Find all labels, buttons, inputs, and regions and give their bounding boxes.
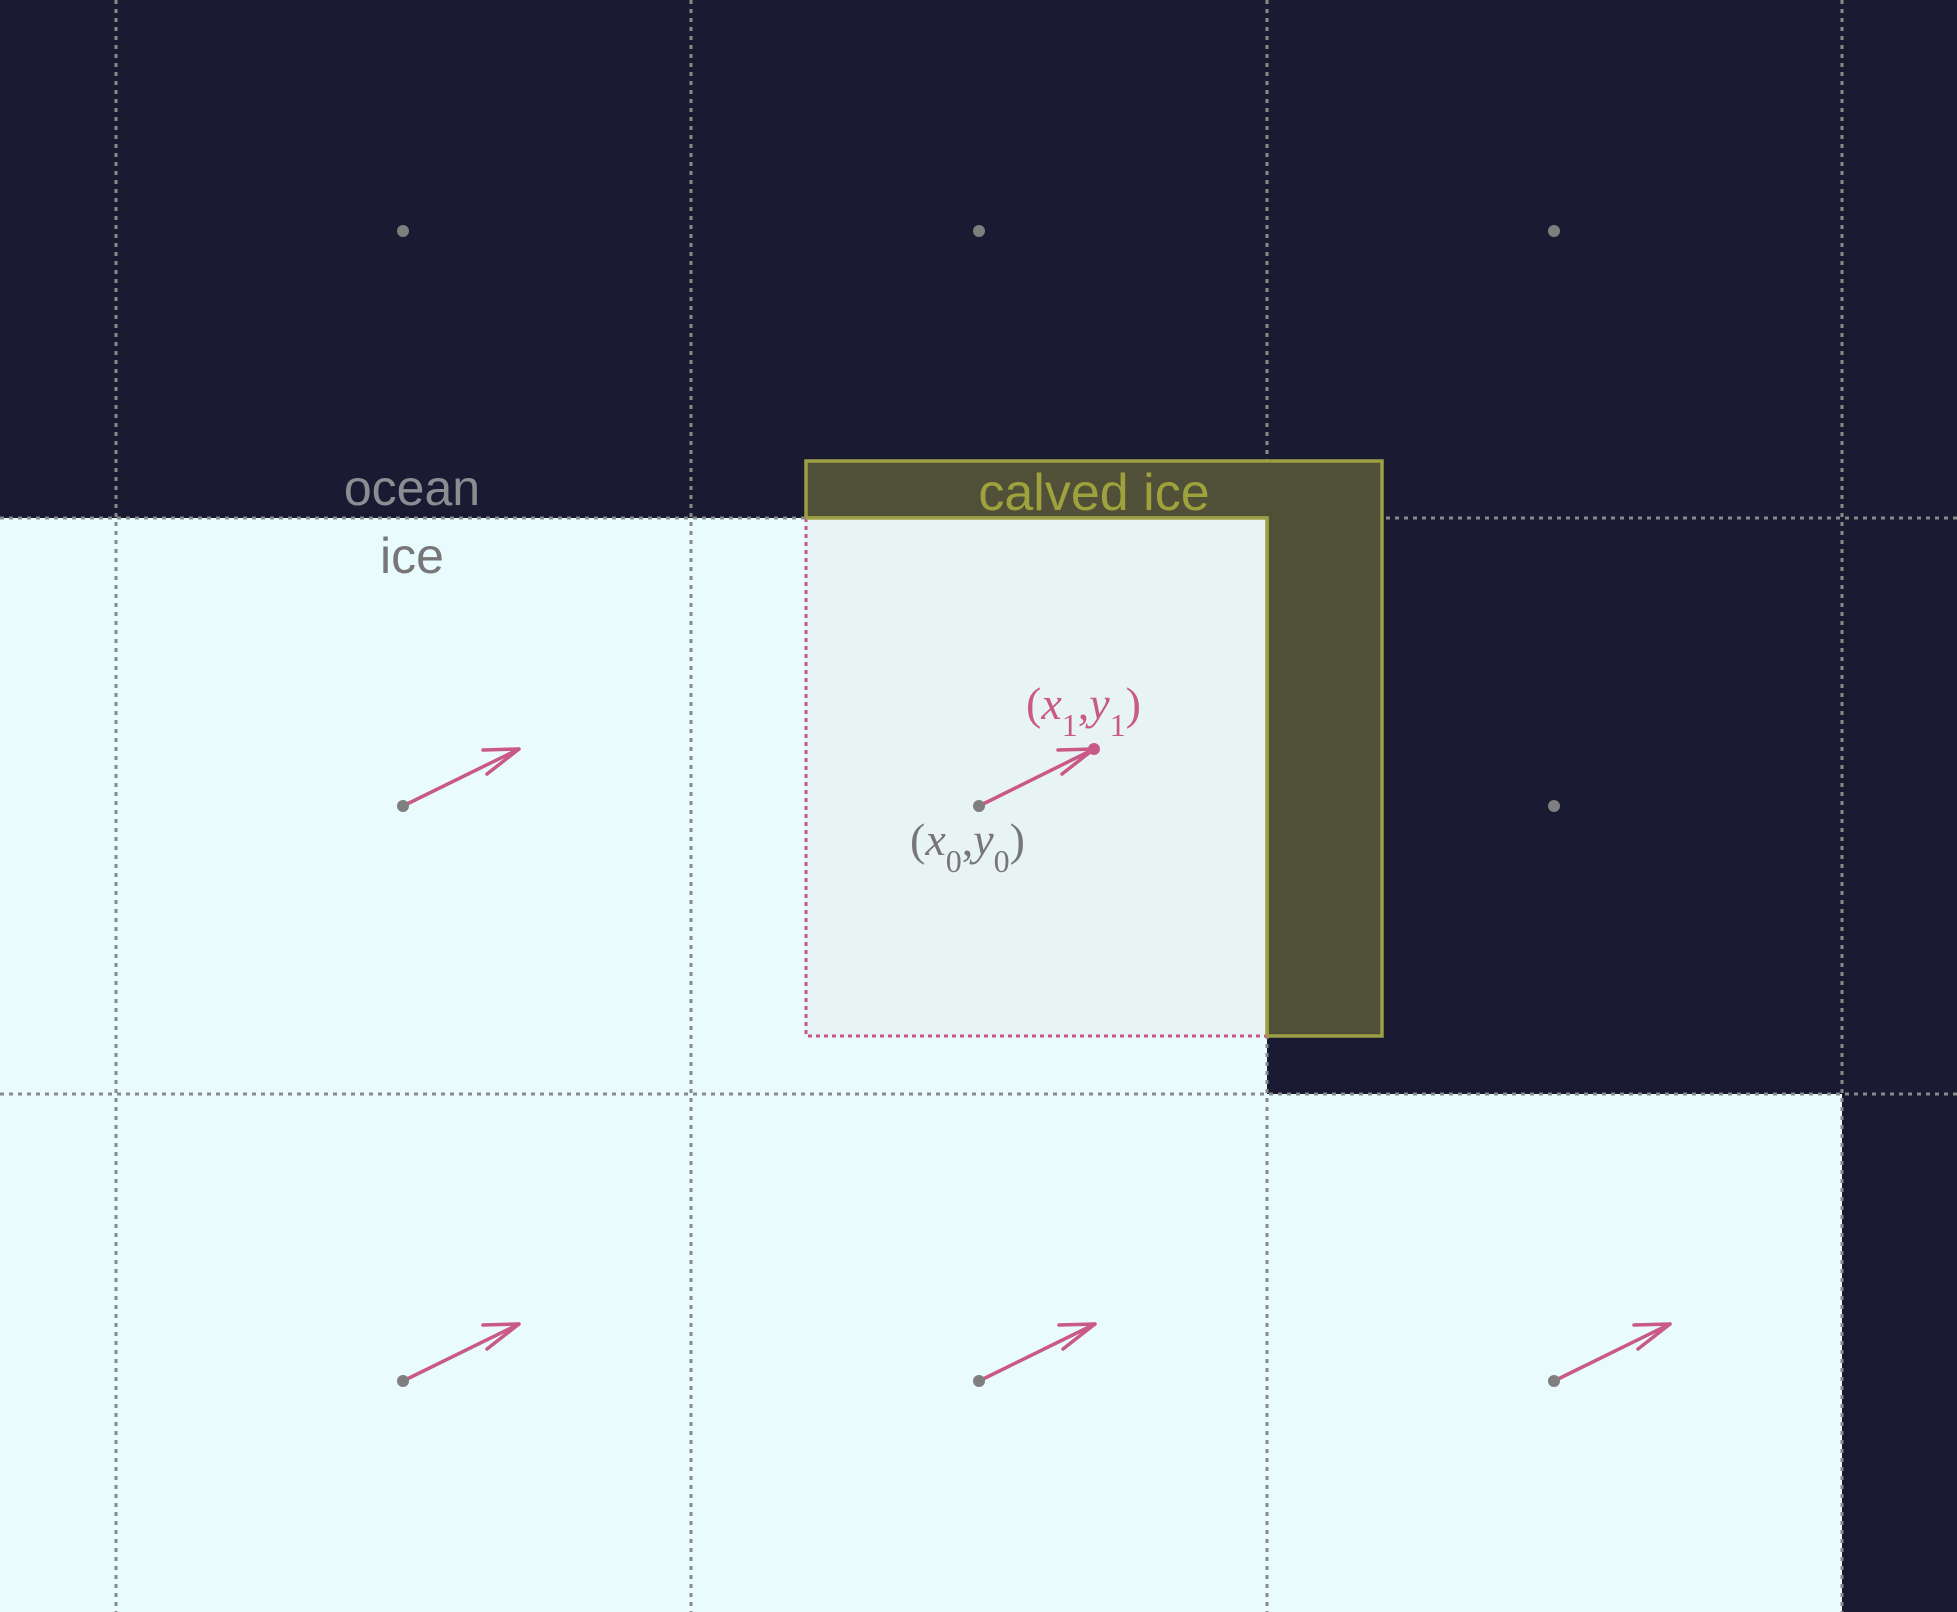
grid-node [973,225,985,237]
grid-node [1548,225,1560,237]
calved-ice-label: calved ice [978,464,1209,522]
coord-y: y [969,814,994,865]
grid-node [397,225,409,237]
ice-label: ice [380,528,444,584]
grid-node [397,1375,409,1387]
comma: , [962,814,974,865]
grid-node [1548,800,1560,812]
velocity-arrow [401,1322,521,1383]
ocean-label: ocean [344,460,480,516]
velocity-arrows [401,747,1672,1383]
coord-x: x [1040,678,1062,729]
start-point-label: (x0,y0) [910,814,1025,879]
ocean-nodes [397,225,1560,812]
displaced-cell-outline [804,518,1267,1038]
ice-region-bottom-row [0,1094,1842,1612]
grid-node [973,1375,985,1387]
subscript: 0 [994,843,1010,879]
end-point [1088,743,1100,755]
ice-nodes [397,800,1560,1387]
velocity-arrow [977,1322,1097,1383]
subscript: 1 [1062,707,1078,743]
subscript: 0 [946,843,962,879]
comma: , [1078,678,1090,729]
grid-node [1548,1375,1560,1387]
paren-open: ( [910,814,925,865]
paren-close: ) [1010,814,1025,865]
coord-x: x [924,814,946,865]
end-point-label: (x1,y1) [1026,678,1141,743]
paren-open: ( [1026,678,1041,729]
subscript: 1 [1110,707,1126,743]
paren-close: ) [1126,678,1141,729]
coord-y: y [1085,678,1110,729]
velocity-arrow [1552,1322,1672,1383]
start-point [973,800,985,812]
velocity-arrow [401,747,521,808]
grid-node [397,800,409,812]
